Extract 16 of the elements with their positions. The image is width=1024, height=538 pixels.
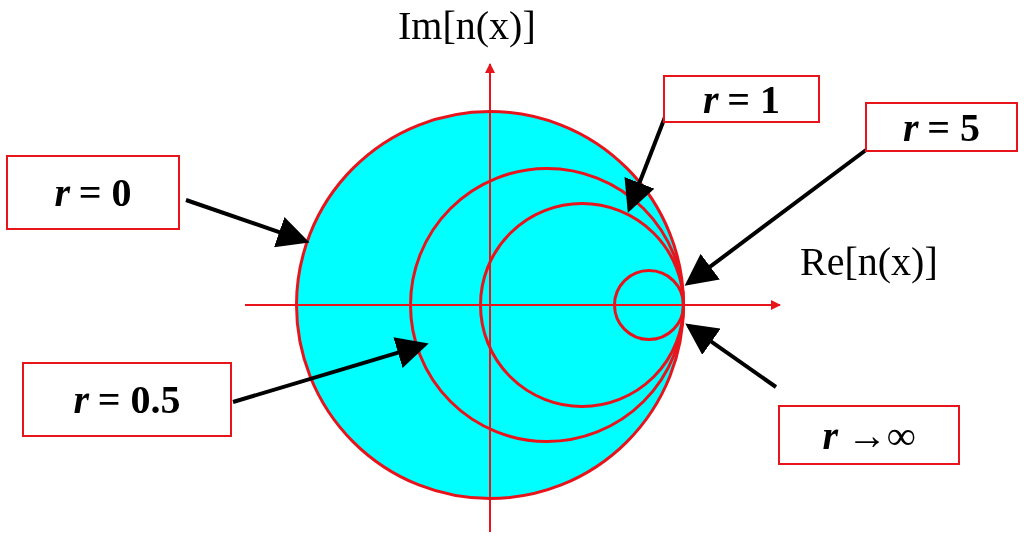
circle xyxy=(409,167,685,443)
label-box: r = 0.5 xyxy=(22,362,232,437)
leader-arrow xyxy=(232,337,429,404)
circle xyxy=(295,110,685,500)
label-box: r = 5 xyxy=(865,102,1018,152)
leader-arrow xyxy=(624,116,667,213)
axis-label: Im[n(x)] xyxy=(398,2,536,49)
circle xyxy=(613,269,685,341)
leader-arrow xyxy=(684,148,868,286)
label-box: r = 0 xyxy=(6,155,180,230)
axis-label: Re[n(x)] xyxy=(800,238,938,285)
circle xyxy=(479,202,685,408)
label-box: r = 1 xyxy=(663,75,820,123)
label-box: r →∞ xyxy=(778,405,960,465)
leader-arrow xyxy=(685,323,778,389)
leader-arrow xyxy=(185,198,310,248)
